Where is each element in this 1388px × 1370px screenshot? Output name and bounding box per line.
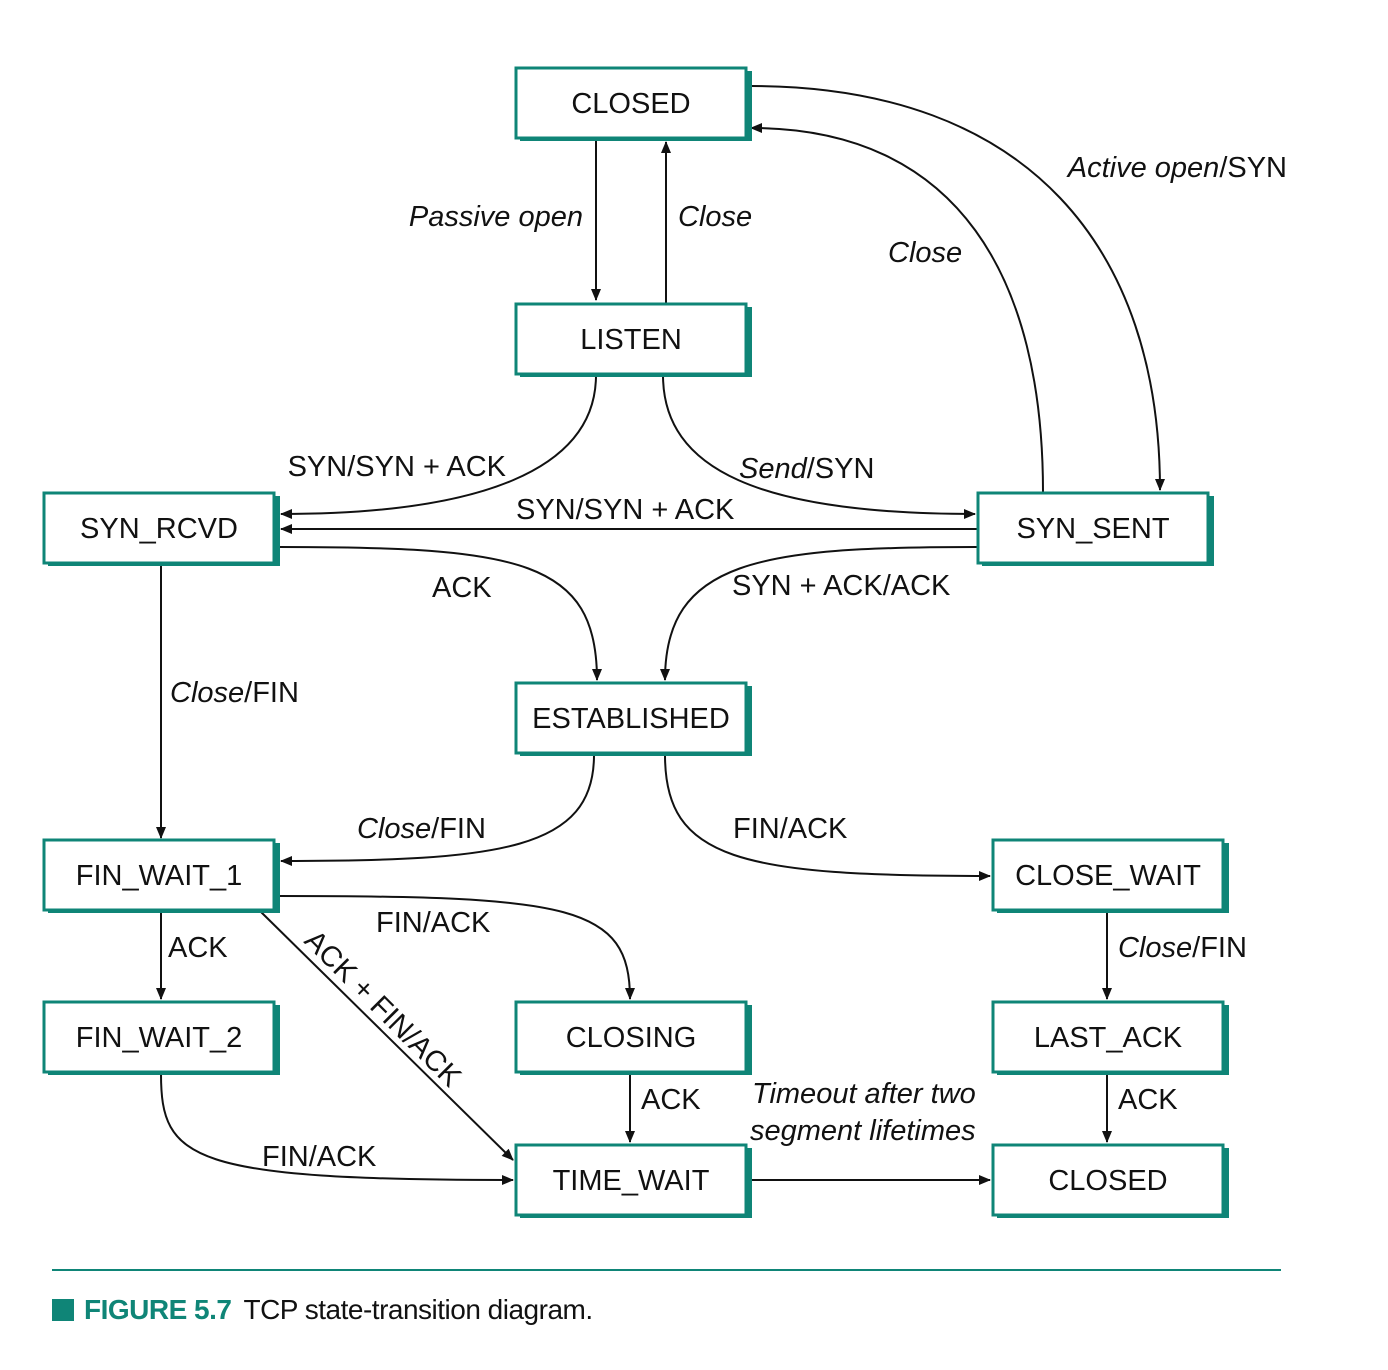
label-est-close: Close/FIN [357,813,486,845]
label-simultaneous-open: SYN/SYN + ACK [516,494,735,526]
edge-synack-ack [660,546,978,681]
state-label: CLOSED [571,88,690,120]
edge-active-open [750,85,1165,491]
state-listen: LISTEN [514,302,752,377]
label-rcvd-ack: ACK [432,572,492,604]
label-passive-open: Passive open [409,201,583,233]
state-label: FIN_WAIT_2 [76,1022,243,1054]
state-syn-sent: SYN_SENT [976,491,1214,566]
label-est-fin: FIN/ACK [733,813,848,845]
label-close-syn-sent: Close [888,237,962,269]
caption-square-icon [52,1299,74,1321]
figure-caption: FIGURE 5.7 TCP state-transition diagram. [52,1294,593,1326]
label-cw-close: Close/FIN [1118,932,1247,964]
label-send-syn: Send/SYN [739,453,874,485]
edge-fw1-ackfin [260,911,514,1161]
figure-number: FIGURE 5.7 [84,1294,232,1325]
tcp-state-diagram: CLOSED LISTEN SYN_RCVD SYN_SENT ESTABLIS… [42,66,1287,1218]
label-fw1-ack: ACK [168,932,228,964]
state-closed-bottom: CLOSED [991,1143,1229,1218]
label-timeout-line2: segment lifetimes [750,1115,976,1147]
state-label: LAST_ACK [1034,1022,1183,1054]
label-fw1-ackfin: ACK + FIN/ACK [298,924,468,1094]
state-syn-rcvd: SYN_RCVD [42,491,280,566]
edge-listen-syn [280,374,597,519]
edge-send-syn [662,374,976,519]
edge-fw2-fin [160,1073,514,1185]
state-label: TIME_WAIT [553,1165,710,1197]
label-closing-ack: ACK [641,1084,701,1116]
label-lastack-ack: ACK [1118,1084,1178,1116]
edge-fw1-fin [278,895,635,1000]
state-label: CLOSED [1048,1165,1167,1197]
state-label: ESTABLISHED [532,703,730,735]
state-closing: CLOSING [514,1000,752,1075]
label-active-open: Active open/SYN [1066,152,1287,184]
state-last-ack: LAST_ACK [991,1000,1229,1075]
label-fw2-fin: FIN/ACK [262,1141,377,1173]
label-timeout-line1: Timeout after two [752,1078,976,1110]
label-rcvd-close: Close/FIN [170,677,299,709]
state-label: SYN_SENT [1016,513,1169,545]
edge-est-fin [664,754,991,881]
edge-est-close [280,754,595,866]
label-close-listen: Close [678,201,752,233]
label-listen-syn: SYN/SYN + ACK [288,451,507,483]
edge-rcvd-ack [278,546,602,681]
state-label: CLOSE_WAIT [1015,860,1201,892]
state-label: LISTEN [580,324,682,356]
label-synack-ack: SYN + ACK/ACK [732,570,951,602]
label-fw1-fin: FIN/ACK [376,907,491,939]
caption-divider [52,1269,1281,1271]
state-fin-wait-2: FIN_WAIT_2 [42,1000,280,1075]
state-close-wait: CLOSE_WAIT [991,838,1229,913]
state-closed-top: CLOSED [514,66,752,141]
state-established: ESTABLISHED [514,681,752,756]
state-label: FIN_WAIT_1 [76,860,243,892]
edge-close-syn-sent [750,123,1044,493]
state-time-wait: TIME_WAIT [514,1143,752,1218]
state-label: SYN_RCVD [80,513,238,545]
state-fin-wait-1: FIN_WAIT_1 [42,838,280,913]
caption-text: TCP state-transition diagram. [243,1294,593,1325]
state-label: CLOSING [566,1022,697,1054]
